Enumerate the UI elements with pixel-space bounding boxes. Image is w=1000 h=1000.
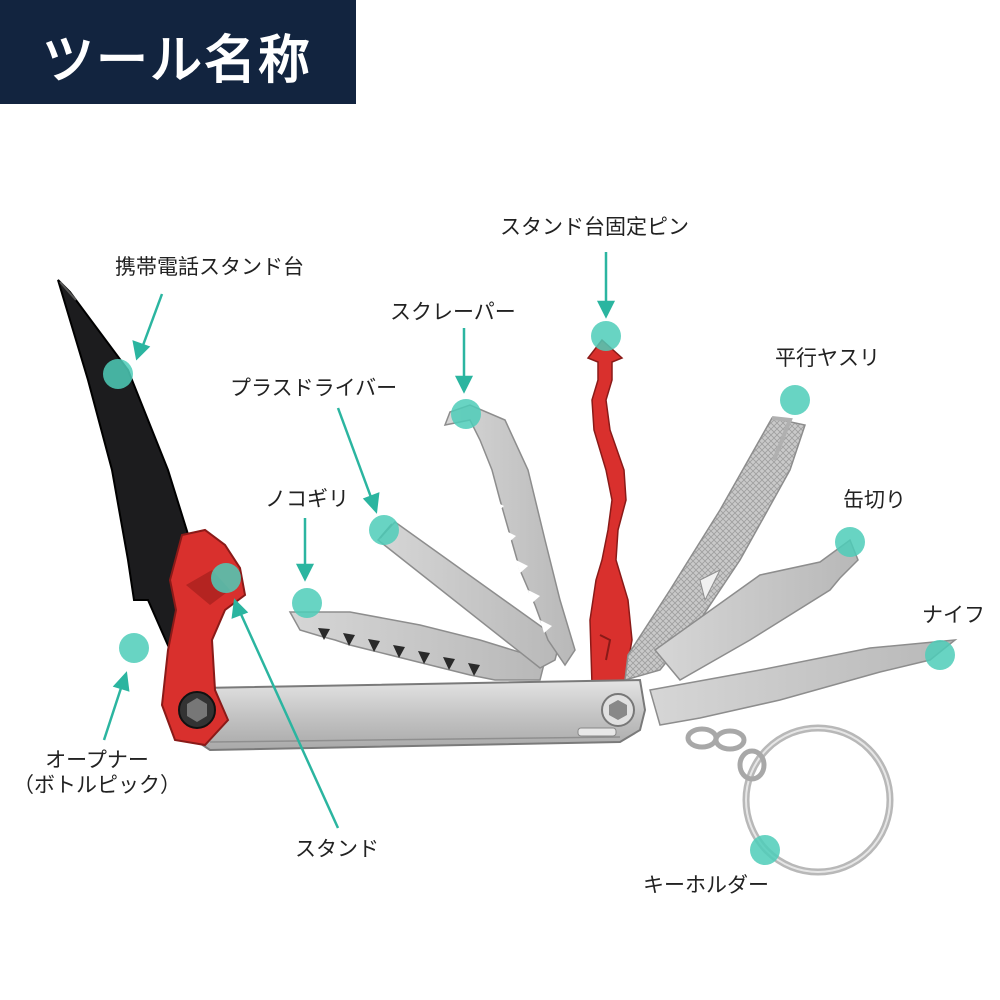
marker-stand-pin	[591, 321, 621, 351]
label-can-opener: 缶切り	[843, 488, 906, 512]
label-opener-line2: （ボトルピック）	[13, 773, 181, 798]
label-file: 平行ヤスリ	[775, 346, 880, 370]
marker-file	[780, 385, 810, 415]
marker-saw	[292, 588, 322, 618]
marker-stand	[211, 563, 241, 593]
label-stand: スタンド	[295, 837, 379, 861]
marker-can-opener	[835, 527, 865, 557]
can-opener-part	[653, 538, 859, 681]
stand-pin-part	[586, 338, 633, 686]
label-opener-line1: オープナー	[45, 748, 149, 772]
title-banner: ツール名称	[0, 0, 356, 104]
knife-part	[649, 639, 958, 726]
label-opener: オープナー （ボトルピック）	[12, 748, 182, 798]
label-keyholder: キーホルダー	[643, 873, 769, 897]
label-knife: ナイフ	[922, 603, 985, 627]
saw-part	[288, 611, 546, 681]
page-title: ツール名称	[42, 31, 313, 91]
marker-phillips	[369, 515, 399, 545]
marker-phone-stand	[103, 359, 133, 389]
marker-knife	[925, 640, 955, 670]
label-saw: ノコギリ	[265, 487, 349, 511]
label-scraper: スクレーパー	[390, 300, 516, 324]
label-phone-stand: 携帯電話スタンド台	[115, 255, 304, 279]
file-part	[624, 417, 806, 682]
label-stand-pin: スタンド台固定ピン	[500, 215, 689, 239]
label-phillips: プラスドライバー	[230, 376, 398, 400]
marker-opener	[119, 633, 149, 663]
marker-scraper	[451, 399, 481, 429]
marker-keyholder	[750, 835, 780, 865]
